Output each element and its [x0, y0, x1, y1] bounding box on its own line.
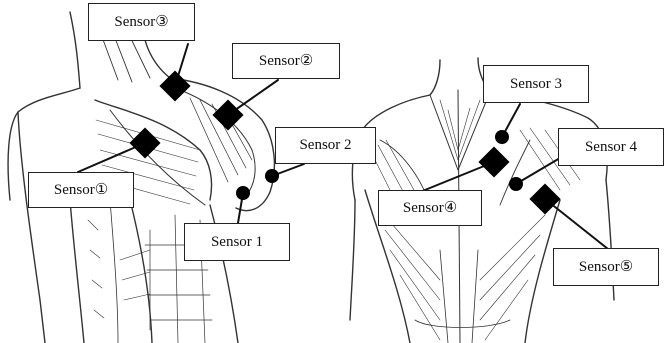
sensor-marker-front-circled-3	[159, 70, 190, 101]
sensor-marker-front-circled-2	[212, 99, 243, 130]
sensor-marker-back-circled-5	[529, 183, 560, 214]
sensor-marker-front-1	[236, 186, 250, 200]
sensor-label-front-1: Sensor 1	[184, 223, 290, 261]
sensor-label-back-3: Sensor 3	[483, 65, 589, 103]
sensor-label-back-4: Sensor 4	[558, 128, 664, 166]
sensor-marker-back-circled-4	[478, 146, 509, 177]
sensor-marker-back-3	[495, 130, 509, 144]
sensor-marker-front-2	[265, 169, 279, 183]
leader-line-back-circled-5	[545, 199, 608, 249]
sensor-label-back-circled-4: Sensor④	[378, 190, 482, 226]
sensor-marker-back-4	[509, 177, 523, 191]
sensor-label-front-circled-1: Sensor①	[28, 172, 134, 208]
sensor-label-front-2: Sensor 2	[275, 127, 376, 164]
sensor-marker-front-circled-1	[129, 127, 160, 158]
sensor-label-front-circled-3: Sensor③	[88, 3, 195, 41]
sensor-label-back-circled-5: Sensor⑤	[553, 248, 659, 286]
sensor-label-front-circled-2: Sensor②	[232, 43, 340, 79]
